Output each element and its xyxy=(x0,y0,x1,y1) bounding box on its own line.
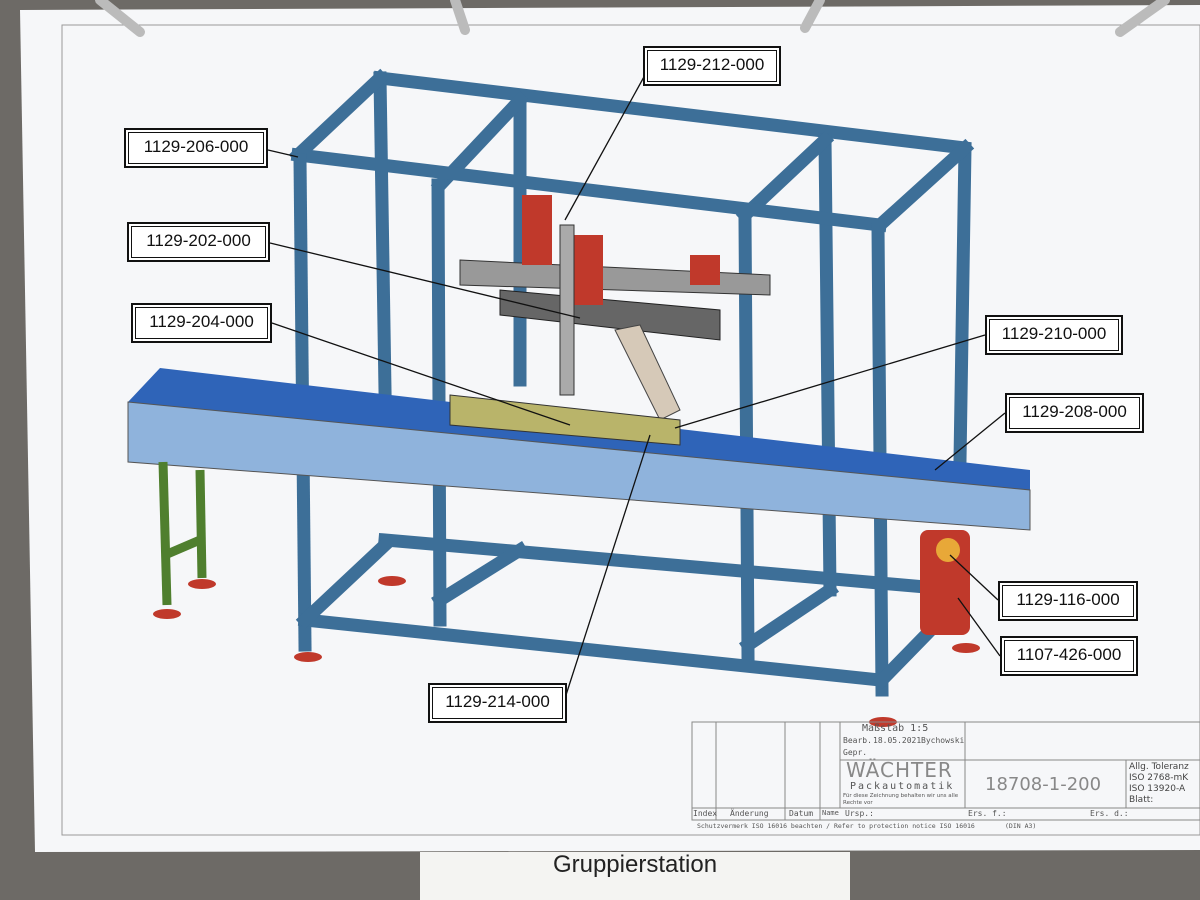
part-number: 1129-212-000 xyxy=(647,50,777,82)
machine-frame xyxy=(288,68,975,697)
ers-d: Ers. d.: xyxy=(1090,809,1129,818)
bearb-label: Bearb. xyxy=(843,736,872,745)
author: Bychowski xyxy=(921,736,965,745)
part-label: 1129-206-000 xyxy=(124,128,268,168)
part-number: 1129-204-000 xyxy=(135,307,268,339)
part-label: 1129-208-000 xyxy=(1005,393,1144,433)
tolerance-iso1: ISO 2768-mK xyxy=(1129,773,1189,783)
station-caption: Gruppierstation xyxy=(420,852,850,900)
part-number: 1129-206-000 xyxy=(128,132,264,164)
gepr-label: Gepr. xyxy=(843,748,868,757)
part-number: 1129-202-000 xyxy=(131,226,266,258)
gantry-robot xyxy=(459,195,771,421)
binder-rings xyxy=(95,0,1170,37)
drawing-border xyxy=(61,24,1200,836)
col-date: Datum xyxy=(789,809,814,818)
tolerance-iso2: ISO 13920-A xyxy=(1129,784,1186,794)
part-number: 1107-426-000 xyxy=(1004,640,1134,672)
tolerance: Allg. Toleranz xyxy=(1129,762,1189,772)
ursp: Ursp.: xyxy=(845,809,874,818)
paper-format: (DIN A3) xyxy=(1005,822,1037,830)
ers-f: Ers. f.: xyxy=(968,809,1007,818)
part-number: 1129-214-000 xyxy=(432,687,563,719)
company-logo: WÄCHTER xyxy=(846,758,953,782)
part-number: 1129-208-000 xyxy=(1009,397,1140,429)
col-index: Index xyxy=(693,809,718,818)
leader-lines xyxy=(267,74,1006,696)
part-number: 1129-210-000 xyxy=(989,319,1119,351)
drawing-number: 18708-1-200 xyxy=(985,774,1102,795)
scale: Maßstab 1:5 xyxy=(862,723,929,734)
part-label: 1107-426-000 xyxy=(1000,636,1138,676)
part-label: 1129-210-000 xyxy=(985,315,1123,355)
part-number: 1129-116-000 xyxy=(1002,585,1134,617)
col-change: Änderung xyxy=(730,809,769,818)
part-label: 1129-214-000 xyxy=(428,683,567,723)
date: 18.05.2021 xyxy=(873,736,922,745)
company-sub: Packautomatik xyxy=(850,781,955,792)
title-block xyxy=(691,721,1200,821)
sheet: Blatt: xyxy=(1129,795,1154,805)
part-label: 1129-202-000 xyxy=(127,222,270,262)
col-name: Name xyxy=(822,809,839,817)
protection-notice: Schutzvermerk ISO 16016 beachten / Refer… xyxy=(697,822,975,830)
part-label: 1129-212-000 xyxy=(643,46,781,86)
conveyor xyxy=(127,368,1031,727)
rights-notice: Für diese Zeichnung behalten wir uns all… xyxy=(843,793,959,806)
part-label: 1129-204-000 xyxy=(131,303,272,343)
part-label: 1129-116-000 xyxy=(998,581,1138,621)
